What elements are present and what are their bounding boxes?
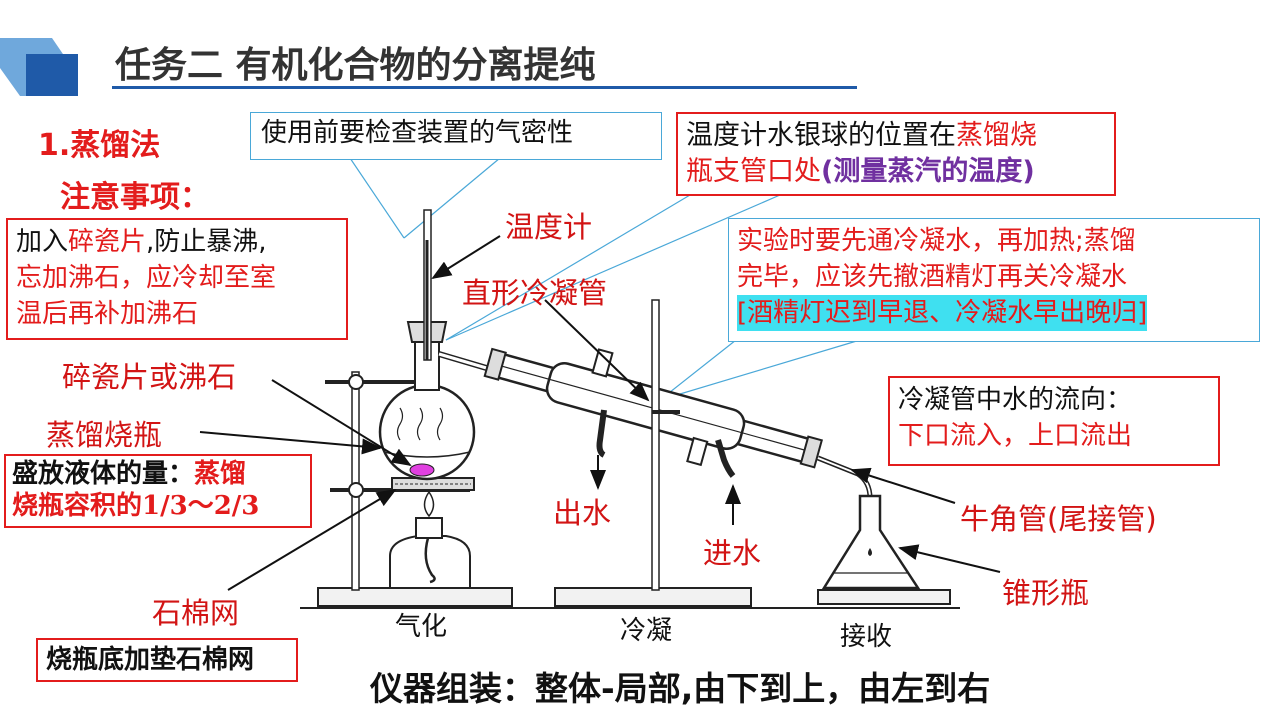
label-distillation-flask: 蒸馏烧瓶 [46,418,163,452]
section-subheading: 注意事项： [60,180,210,215]
liquid-note-ratio: 1/3～2/3 [142,491,260,521]
thermometer-position-box: 温度计水银球的位置在蒸馏烧 瓶支管口处(测量蒸汽的温度) [676,112,1116,196]
thermometer-note-text: 温度计水银球的位置在 [686,120,956,151]
header-logo-shape [0,38,78,96]
operation-order-box: 实验时要先通冷凝水，再加热;蒸馏 完毕，应该先撤酒精灯再关冷凝水 [酒精灯迟到早… [728,218,1260,342]
order-note-finish: 完毕，应该先撤酒精灯再关冷凝水 [737,262,1128,292]
stage-receive: 接收 [840,622,893,652]
thermometer-note-highlight: 蒸馏烧 [956,120,1037,151]
page-title: 任务二 有机化合物的分离提纯 [115,45,596,86]
assembly-rule: 仪器组装：整体-局部,由下到上，由左到右 [370,669,991,708]
boiling-note-forgot: 忘加沸石，应冷却至室 [16,263,277,293]
water-flow-box: 冷凝管中水的流向： 下口流入，上口流出 [888,376,1220,466]
liquid-note-title: 盛放液体的量： [12,459,195,489]
boiling-note-add: 加入 [16,227,69,257]
boiling-note-purpose: ,防止暴沸, [146,227,267,257]
label-erlenmeyer-flask: 锥形瓶 [1002,576,1090,610]
thermometer-note-location: 瓶支管口处 [686,156,821,187]
order-note-mnemonic: [酒精灯迟到早退、冷凝水早出晚归] [737,295,1148,331]
liquid-note-capacity: 烧瓶容积的 [12,491,143,521]
label-water-out: 出水 [553,496,612,530]
water-flow-rule: 下口流入，上口流出 [898,421,1133,451]
airtight-note-box: 使用前要检查装置的气密性 [250,112,662,160]
label-adapter: 牛角管(尾接管) [960,502,1157,536]
gauze-note-box: 烧瓶底加垫石棉网 [36,638,298,682]
boiling-note-chips: 碎瓷片 [68,227,147,257]
label-asbestos-gauze: 石棉网 [152,596,240,630]
stage-vaporize: 气化 [395,612,448,642]
gauze-note: 烧瓶底加垫石棉网 [46,645,255,675]
liquid-volume-box: 盛放液体的量：蒸馏 烧瓶容积的1/3～2/3 [4,454,312,528]
airtight-note: 使用前要检查装置的气密性 [261,118,574,148]
section-heading: 1.蒸馏法 [38,128,161,163]
thermometer-note-purpose: (测量蒸汽的温度) [821,156,1035,187]
label-water-in: 进水 [703,536,762,570]
label-boiling-chips: 碎瓷片或沸石 [62,360,237,394]
stage-condense: 冷凝 [620,616,673,646]
boiling-chips-box: 加入碎瓷片,防止暴沸, 忘加沸石，应冷却至室 温后再补加沸石 [6,218,348,340]
label-thermometer: 温度计 [505,210,593,244]
label-condenser: 直形冷凝管 [462,276,608,310]
water-flow-title: 冷凝管中水的流向： [898,385,1133,415]
order-note-start: 实验时要先通冷凝水，再加热;蒸馏 [737,226,1136,256]
title-underline [112,86,857,89]
boiling-note-readd: 温后再补加沸石 [16,299,199,329]
liquid-note-flask: 蒸馏 [194,459,247,489]
